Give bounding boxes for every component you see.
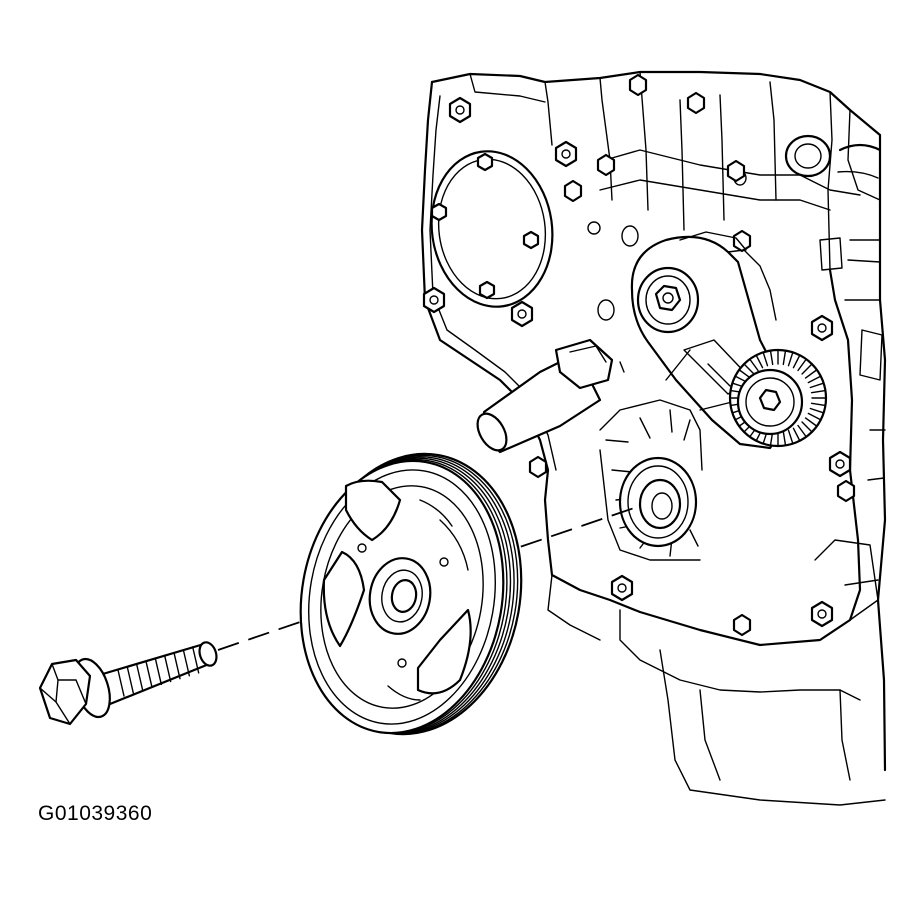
bolt-head-icon [836, 479, 856, 503]
belt-tensioner-icon [630, 231, 828, 450]
bolt-head-icon [828, 450, 852, 478]
cover-bolts [422, 73, 856, 637]
bolt-threads [117, 646, 200, 697]
bolt-head-icon [510, 300, 534, 328]
bolt-head-icon [528, 455, 548, 479]
bolt-head-icon [522, 230, 540, 250]
figure-code-label: G01039360 [38, 802, 153, 825]
bolt-head-icon [686, 91, 706, 115]
crankshaft-bolt-icon [38, 641, 218, 726]
bolt-head-icon [628, 73, 648, 97]
crankshaft-hub-icon [599, 399, 703, 561]
bolt-head-icon [448, 96, 472, 124]
sensor-tube-icon [476, 338, 614, 454]
alignment-centerline [217, 505, 641, 651]
bolt-head-icon [732, 613, 752, 637]
bolt-head-icon [478, 280, 496, 300]
bolt-head-icon [732, 229, 752, 253]
crankshaft-balancer-pulley-icon [299, 452, 523, 736]
bolt-head-icon [726, 159, 746, 183]
bolt-head-icon [430, 202, 448, 222]
bolt-head-icon [610, 574, 634, 602]
bolt-head-icon [476, 152, 494, 172]
bolt-head-icon [554, 140, 578, 168]
bolt-head-icon [563, 179, 583, 203]
bolt-head-icon [596, 153, 616, 177]
bolt-head-icon [810, 314, 834, 342]
bolt-head-icon [810, 600, 834, 628]
engine-block-icon [420, 70, 887, 806]
bolt-head-icon [422, 286, 446, 314]
